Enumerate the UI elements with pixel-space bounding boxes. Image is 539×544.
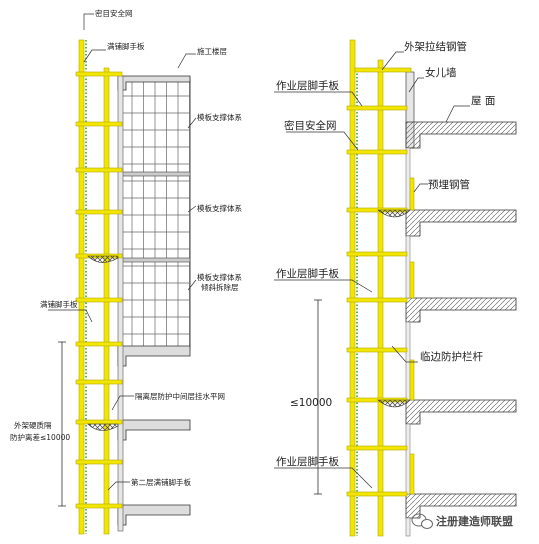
left-dimension (58, 341, 66, 507)
label-work-scaffold-bottom: 作业层脚手板 (276, 455, 339, 468)
label-right-safety-net: 密目安全网 (284, 119, 337, 132)
watermark-text: 注册建造师联盟 (436, 514, 513, 528)
label-spacing-a: 外架硬质隔 (14, 420, 52, 430)
label-safety-net: 密目安全网 (95, 8, 133, 18)
label-right-spacing: ≤10000 (290, 397, 332, 409)
label-work-scaffold-mid: 作业层脚手板 (276, 267, 339, 280)
label-spacing-b: 防护离差≤10000 (10, 432, 70, 442)
label-construction-floor: 施工楼层 (197, 46, 227, 56)
wechat-icon (411, 513, 433, 529)
label-guardrail: 临边防护栏杆 (420, 350, 483, 363)
watermark: 注册建造师联盟 (411, 513, 513, 529)
label-full-scaffold-top: 满铺脚手板 (107, 41, 145, 51)
label-full-scaffold-mid: 满铺脚手板 (40, 299, 78, 309)
left-slabs (117, 75, 191, 532)
right-diagram: 外架拉结钢管 女儿墙 作业层脚手板 屋 面 密目安全网 预埋钢管 作业层脚手板 … (274, 39, 517, 537)
label-roof: 屋 面 (471, 95, 495, 107)
label-floor-net: 隔离层防护中间层挂水平网 (135, 391, 225, 401)
left-scaffold (75, 39, 123, 535)
formwork-grid (119, 77, 191, 349)
right-dimension (314, 299, 322, 495)
label-formwork-support-3b: 倾斜拆除层 (201, 282, 239, 292)
label-formwork-support-2: 模板支撑体系 (197, 203, 242, 213)
label-work-scaffold-top: 作业层脚手板 (276, 79, 339, 92)
right-horizontal-nets (377, 209, 411, 408)
label-tie-pipe: 外架拉结钢管 (404, 40, 467, 53)
label-second-floor-scaffold: 第二层满铺脚手板 (131, 477, 191, 487)
right-slabs (405, 147, 517, 537)
label-formwork-support-1: 模板支撑体系 (197, 112, 242, 122)
label-embedded-pipe: 预埋钢管 (428, 178, 470, 191)
roof-structure (405, 71, 517, 149)
left-diagram: 密目安全网 满铺脚手板 施工楼层 模板支撑体系 模板支撑体系 模板支撑体系 倾斜… (10, 8, 242, 535)
left-horizontal-nets (87, 255, 119, 431)
right-scaffold (346, 39, 415, 537)
label-parapet: 女儿墙 (425, 66, 457, 79)
label-formwork-support-3a: 模板支撑体系 (197, 272, 242, 282)
